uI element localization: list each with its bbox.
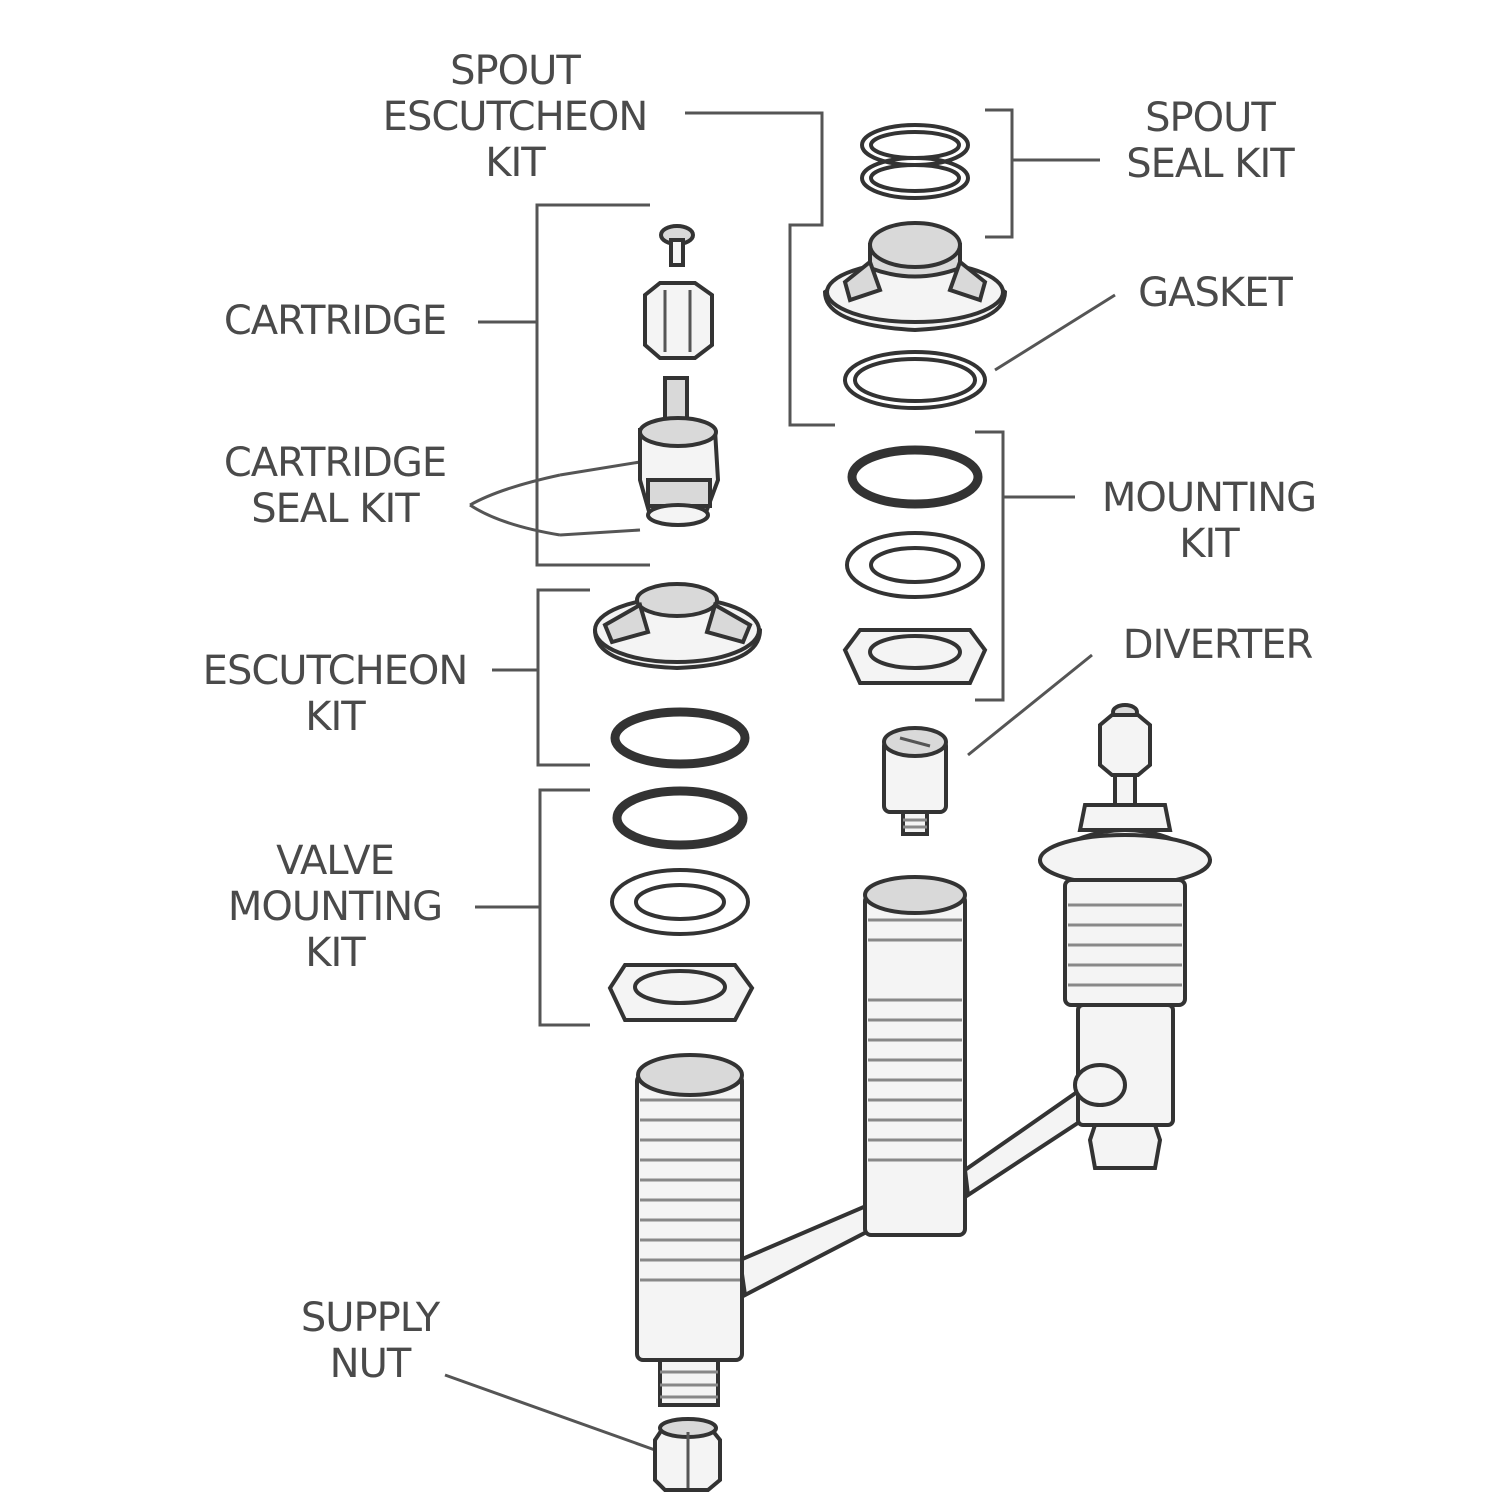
- label-spout-seal-kit: SPOUT SEAL KIT: [1126, 95, 1295, 187]
- center-spout-shank: [863, 875, 1093, 1237]
- valve-mounting-parts: [607, 786, 755, 1022]
- cartridge-seal-leader-curve-a: [469, 473, 561, 507]
- cartridge-part: [638, 224, 721, 527]
- leader-lines: [444, 108, 1116, 1452]
- cartridge-seal-leader-curve-b: [469, 503, 561, 537]
- mounting-kit-parts: [842, 445, 988, 685]
- label-escutcheon-kit: ESCUTCHEON KIT: [202, 648, 469, 740]
- supply-nut-leader: [444, 1373, 656, 1452]
- label-spout-escutcheon-kit: SPOUT ESCUTCHEON KIT: [382, 48, 649, 186]
- spout-seal-rings: [860, 123, 970, 200]
- valve-mounting-bracket: [538, 788, 590, 1027]
- left-valve-body: [635, 1053, 882, 1407]
- label-cartridge: CARTRIDGE: [223, 298, 447, 344]
- spout-escutcheon-bracket: [685, 111, 835, 427]
- diverter-leader: [967, 653, 1093, 757]
- cartridge-seal-leader-top: [559, 460, 641, 477]
- label-cartridge-seal-kit: CARTRIDGE SEAL KIT: [223, 440, 447, 532]
- escutcheon-part: [592, 582, 763, 769]
- cartridge-seal-leader-bottom: [559, 528, 641, 537]
- gasket-ring: [843, 350, 987, 410]
- diverter-part: [882, 726, 948, 836]
- spout-escutcheon: [822, 221, 1008, 333]
- spout-seal-bracket: [985, 108, 1014, 239]
- label-mounting-kit: MOUNTING KIT: [1101, 475, 1317, 567]
- label-valve-mounting-kit: VALVE MOUNTING KIT: [227, 838, 443, 976]
- label-diverter: DIVERTER: [1122, 622, 1314, 668]
- supply-nut-part: [653, 1417, 722, 1492]
- gasket-leader: [994, 293, 1116, 372]
- escutcheon-bracket: [536, 588, 590, 767]
- cartridge-bracket: [535, 203, 650, 567]
- right-valve-assembly: [1037, 703, 1213, 1170]
- label-supply-nut: SUPPLY NUT: [300, 1295, 440, 1387]
- label-gasket: GASKET: [1138, 270, 1293, 316]
- mounting-bracket: [975, 430, 1005, 702]
